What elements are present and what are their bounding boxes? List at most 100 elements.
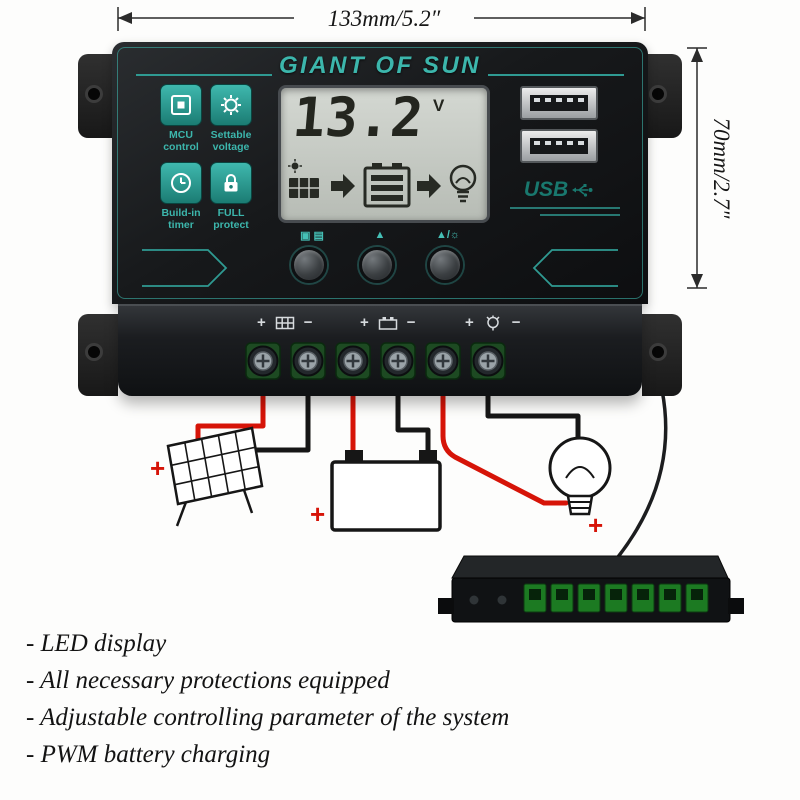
badge-label: Build-in [161, 207, 201, 219]
lcd-voltage-unit: V [433, 96, 445, 115]
clock-icon [160, 162, 202, 204]
usb-slot [530, 138, 588, 154]
usb-label: USB [520, 178, 598, 202]
plus-sign: + [465, 314, 474, 331]
back-terminal-blocks [523, 583, 709, 613]
mounting-hole [85, 343, 103, 361]
dim-arrow-up-icon [691, 48, 703, 62]
minus-sign: − [303, 314, 313, 331]
plus-sign: + [360, 314, 369, 331]
terminal-screw [380, 342, 416, 380]
battery-plus-mark: + [310, 499, 325, 529]
terminal-label-solar: + − [257, 314, 313, 331]
features-list: - LED display - All necessary protection… [26, 630, 509, 778]
feature-badge-voltage: Settable voltage [208, 84, 254, 153]
badge-label: control [163, 141, 199, 154]
mounting-ear-top-left [78, 54, 118, 138]
battery-drawing [330, 450, 442, 532]
leader-line [616, 388, 668, 559]
terminal-screw [425, 342, 461, 380]
badge-label: timer [168, 219, 194, 232]
mounting-ear-top-right [642, 54, 682, 138]
terminal-screw [335, 342, 371, 380]
usb-port-1 [520, 86, 598, 120]
battery-icon [378, 316, 398, 330]
width-dimension-label: 133mm/5.2″ [328, 6, 441, 31]
solar-panel-drawing [166, 426, 264, 527]
feature-badge-timer: Build-in timer [158, 162, 204, 231]
button-label-load: ▲/☼ [435, 229, 461, 241]
mounting-hole [85, 85, 103, 103]
wires [195, 385, 668, 559]
lcd-status-icons [288, 159, 477, 208]
dim-arrow-left-icon [118, 12, 132, 24]
solar-negative-wire [253, 385, 311, 453]
gear-icon [210, 84, 252, 126]
bulb-icon [449, 164, 477, 203]
menu-button [291, 247, 327, 283]
solar-positive-wire [195, 385, 266, 447]
battery-negative-wire [395, 385, 431, 459]
lock-icon [210, 162, 252, 204]
load-negative-wire [485, 385, 581, 445]
solar-panel-icon [275, 316, 295, 329]
plus-sign: + [257, 314, 266, 331]
button-label-menu: ▣ ▤ [300, 230, 324, 242]
feature-item: - LED display [26, 630, 167, 657]
badge-label: FULL [217, 207, 245, 219]
mounting-hole [649, 343, 667, 361]
dim-arrow-right-icon [631, 12, 645, 24]
feature-item: - PWM battery charging [26, 741, 271, 768]
usb-ports [520, 86, 598, 172]
terminal-screw [290, 342, 326, 380]
badge-label: Settable [210, 129, 252, 141]
button-label-up: ▲ [374, 229, 386, 241]
feature-badge-protect: FULL protect [208, 162, 254, 231]
badge-label: protect [213, 219, 249, 232]
bulb-drawing [548, 436, 612, 516]
arrow-right-icon [331, 174, 355, 198]
up-button [359, 247, 395, 283]
minus-sign: − [511, 314, 521, 331]
brand-title: GIANT OF SUN [279, 52, 481, 79]
terminal-section: + − + − + − [118, 304, 642, 396]
usb-trident-icon [572, 184, 593, 197]
feature-badge-mcu: MCU control [158, 84, 204, 153]
terminal-label-battery: + − [360, 314, 416, 331]
battery-icon [363, 163, 411, 208]
terminal-label-load: + − [465, 314, 521, 331]
dim-label-backing [294, 2, 474, 32]
feature-item: - All necessary protections equipped [26, 667, 390, 694]
lcd-display: 13.2 V [278, 85, 490, 223]
usb-port-2 [520, 129, 598, 163]
badge-label: MCU [169, 129, 193, 141]
panel-decoration [136, 74, 624, 287]
feature-item: - Adjustable controlling parameter of th… [26, 704, 510, 731]
side-dimension [687, 47, 707, 289]
lcd-voltage-value: 13.2 [290, 86, 426, 149]
solar-panel-icon [288, 159, 319, 198]
minus-sign: − [406, 314, 416, 331]
panel-pinstripe [117, 47, 643, 299]
usb-text: USB [523, 178, 569, 201]
mounting-ear-bottom-right [642, 314, 682, 396]
controller-back-view [438, 555, 744, 623]
load-button [427, 247, 463, 283]
chip-icon [160, 84, 202, 126]
height-dimension-label: 70mm/2.7″ [709, 118, 734, 219]
load-positive-wire [440, 385, 569, 506]
mounting-hole [649, 85, 667, 103]
dim-arrow-down-icon [691, 274, 703, 288]
usb-slot [530, 95, 588, 111]
controller-front-panel: GIANT OF SUN MCU control [112, 42, 648, 304]
terminal-screw [470, 342, 506, 380]
badge-label: voltage [212, 141, 250, 154]
load-lamp-icon [486, 315, 500, 330]
terminal-screws [245, 342, 506, 380]
solar-plus-mark: + [150, 453, 165, 483]
load-plus-mark: + [588, 510, 603, 540]
terminal-screw [245, 342, 281, 380]
mounting-ear-bottom-left [78, 314, 118, 396]
